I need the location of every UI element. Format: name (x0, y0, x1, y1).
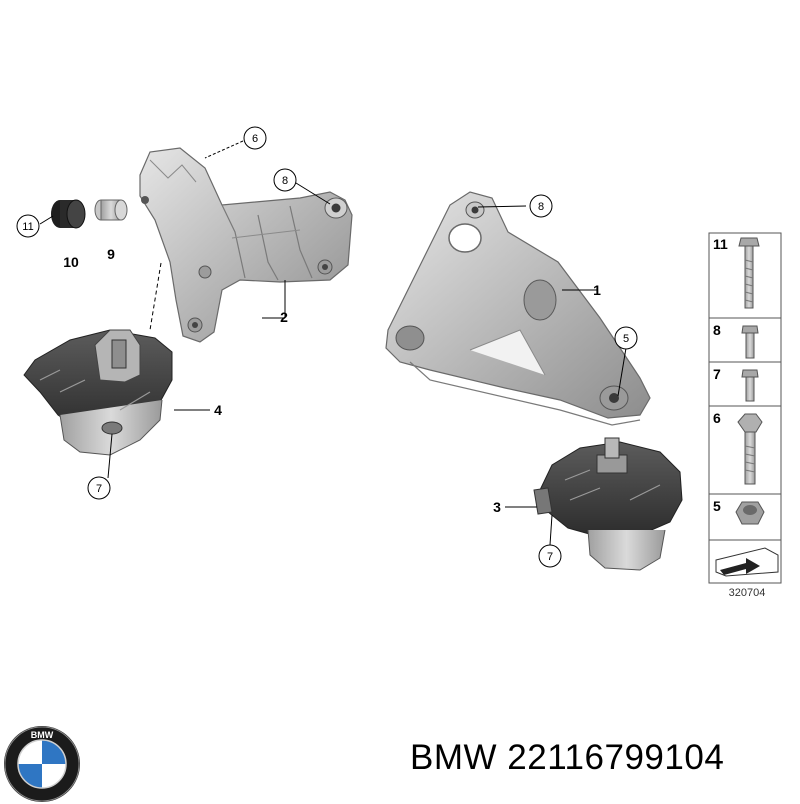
label-2: 2 (280, 309, 288, 325)
diagram-number: 320704 (729, 587, 766, 599)
engine-bracket-part-2 (139, 147, 353, 343)
leader-lines (39, 140, 627, 546)
engine-mount-part-3 (533, 437, 683, 571)
bmw-logo: BMW (4, 726, 80, 802)
diagram-arrow-icon (715, 547, 779, 577)
brand-part-number: BMW 22116799104 (410, 738, 725, 777)
callout-8-right: 8 (529, 194, 553, 218)
svg-text:5: 5 (623, 333, 629, 345)
legend-label-7: 7 (713, 366, 721, 382)
engine-bracket-part-1 (385, 191, 651, 426)
legend-label-6: 6 (713, 410, 721, 426)
label-9: 9 (107, 246, 115, 262)
callout-11: 11 (16, 214, 40, 238)
label-1: 1 (593, 282, 601, 298)
callout-5: 5 (614, 326, 638, 350)
svg-text:11: 11 (22, 221, 33, 233)
legend-label-5: 5 (713, 498, 721, 514)
svg-text:6: 6 (252, 133, 258, 145)
bolt-7-icon (741, 369, 759, 402)
svg-text:8: 8 (282, 175, 288, 187)
label-10: 10 (63, 254, 79, 270)
sleeve-part-9 (94, 199, 128, 221)
bolt-11-icon (738, 237, 760, 309)
callout-7-left: 7 (87, 476, 111, 500)
callout-6: 6 (243, 126, 267, 150)
legend-label-8: 8 (713, 322, 721, 338)
svg-text:8: 8 (538, 201, 544, 213)
label-4: 4 (214, 402, 222, 418)
bolt-8-icon (741, 325, 759, 359)
label-3: 3 (493, 499, 501, 515)
nut-5-icon (735, 501, 765, 525)
fastener-legend: 11 8 7 6 5 (708, 232, 782, 584)
legend-label-11: 11 (713, 236, 728, 252)
bushing-part-10 (51, 199, 86, 229)
callout-8-upper: 8 (273, 168, 297, 192)
svg-text:7: 7 (547, 551, 553, 563)
callout-7-right: 7 (538, 544, 562, 568)
engine-mount-part-4 (23, 329, 173, 456)
svg-text:BMW: BMW (31, 730, 54, 740)
bolt-6-icon (737, 413, 763, 485)
svg-text:7: 7 (96, 483, 102, 495)
